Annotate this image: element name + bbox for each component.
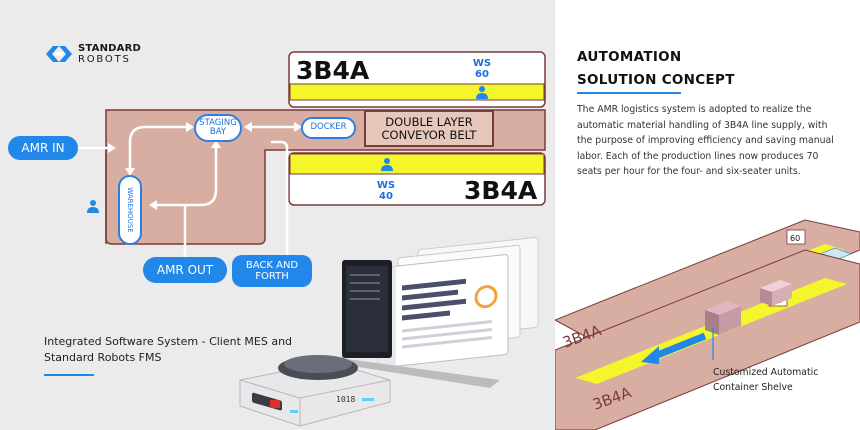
shelf-caption: Customized Automatic Container Shelve: [713, 367, 819, 393]
standard-robots-logo-icon: [46, 46, 72, 62]
arrowhead-docker-right: [294, 122, 302, 132]
top-ws-number: 60: [475, 69, 489, 80]
arrowhead-amr-in: [108, 143, 116, 153]
bottom-station-yellow-lane: [289, 153, 545, 175]
software-caption: Integrated Software System - Client MES …: [44, 335, 293, 364]
iso-direction-arrowhead: [641, 346, 659, 364]
bottom-ws-number: 40: [379, 191, 393, 202]
flow-line-back-forth: [270, 140, 289, 264]
section-title: AUTOMATION SOLUTION CONCEPT: [577, 46, 735, 92]
title-line-2: SOLUTION CONCEPT: [577, 72, 735, 88]
amr-out-label: AMR OUT: [143, 257, 227, 283]
warehouse-label: WAREHOUSE: [126, 187, 134, 233]
arrowhead-staging-left: [244, 122, 252, 132]
title-underline: [577, 92, 681, 94]
iso-shelf-unit: [760, 280, 792, 306]
bottom-ws-label: WS: [376, 180, 396, 191]
operator-icon: [381, 158, 393, 171]
arrowhead-staging-arrow: [186, 122, 194, 132]
staging-bay-node: STAGING BAY: [194, 114, 242, 142]
docker-node: DOCKER: [301, 117, 356, 139]
caption-underline: [44, 374, 94, 376]
isometric-line-illustration: 60 40 3B4A 3B4A: [555, 219, 860, 430]
back-and-forth-label: BACK AND FORTH: [232, 255, 312, 287]
flow-loop-right: [153, 143, 218, 207]
amr-robot-illustration: 1018: [239, 355, 391, 427]
top-ws-label: WS: [472, 58, 492, 69]
flow-loop-left: [128, 125, 192, 172]
top-station-code: 3B4A: [296, 56, 370, 85]
top-station-yellow-lane: [289, 83, 545, 101]
iso-container-shelf: [705, 301, 741, 335]
arrowhead-left-bottom: [149, 200, 157, 210]
title-line-1: AUTOMATION: [577, 49, 682, 65]
software-screens-illustration: [340, 236, 539, 388]
operator-icon: [87, 200, 99, 213]
brand-line-1: STANDARD: [78, 43, 141, 54]
operator-icon: [476, 86, 488, 99]
laptop-base: [340, 358, 500, 388]
robot-id-label: 1018: [336, 395, 355, 404]
arrowhead-up-right: [211, 140, 221, 148]
right-panel: AUTOMATION SOLUTION CONCEPT The AMR logi…: [555, 0, 860, 430]
brand-line-2: ROBOTS: [78, 54, 131, 65]
iso-direction-arrow: [648, 332, 707, 362]
arrowhead-down-left: [125, 168, 135, 176]
conveyor-belt-node: DOUBLE LAYER CONVEYOR BELT: [364, 110, 494, 147]
bottom-station-ws: WS 40: [374, 180, 398, 202]
bottom-station-code: 3B4A: [464, 176, 538, 205]
top-station-ws: WS 60: [470, 58, 494, 80]
warehouse-node: WAREHOUSE: [118, 175, 142, 245]
iso-top-number: 60: [790, 234, 800, 243]
left-panel: STANDARD ROBOTS: [8, 43, 546, 427]
section-body: The AMR logistics system is adopted to r…: [577, 104, 834, 177]
brand-logo: STANDARD ROBOTS: [44, 43, 141, 65]
amr-in-label: AMR IN: [8, 136, 78, 160]
